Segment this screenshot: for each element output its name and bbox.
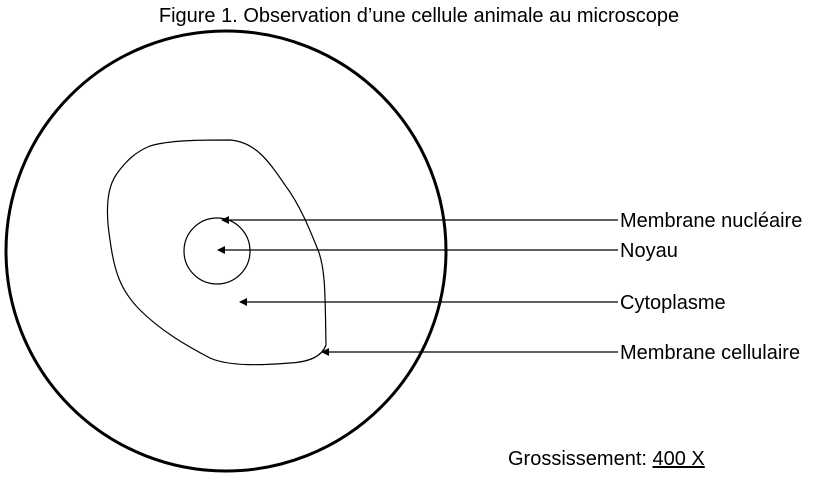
cell-membrane-outline — [106, 139, 327, 366]
magnification-value: 400 X — [652, 448, 705, 470]
nucleus-circle — [183, 217, 251, 285]
microscope-field-circle — [4, 29, 448, 473]
figure-title: Figure 1. Observation d’une cellule anim… — [158, 5, 680, 27]
label-nuclear-membrane: Membrane nucléaire — [620, 210, 803, 232]
label-cell-membrane: Membrane cellulaire — [620, 342, 801, 364]
magnification-text: Grossissement: 400 X — [508, 446, 705, 472]
label-nucleus: Noyau — [620, 240, 678, 262]
magnification-label: Grossissement: — [508, 448, 647, 470]
label-cytoplasm: Cytoplasme — [620, 292, 726, 314]
